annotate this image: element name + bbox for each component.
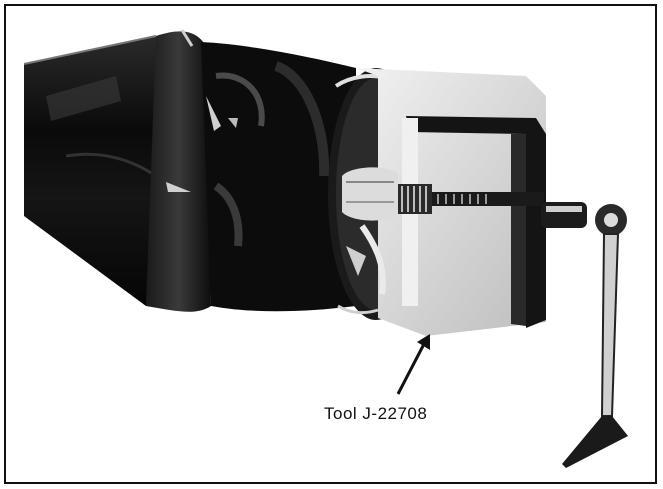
callout-arrow [396,334,430,395]
puller-frame [402,116,546,328]
figure-frame: Tool J-22708 [4,4,657,484]
tool-callout-label: Tool J-22708 [324,404,428,423]
steering-column-photo [23,29,628,468]
collar-band [146,31,211,312]
lock-housing [166,42,356,312]
wrench [562,204,628,468]
forcing-screw [398,184,587,228]
lock-internals [342,167,398,295]
